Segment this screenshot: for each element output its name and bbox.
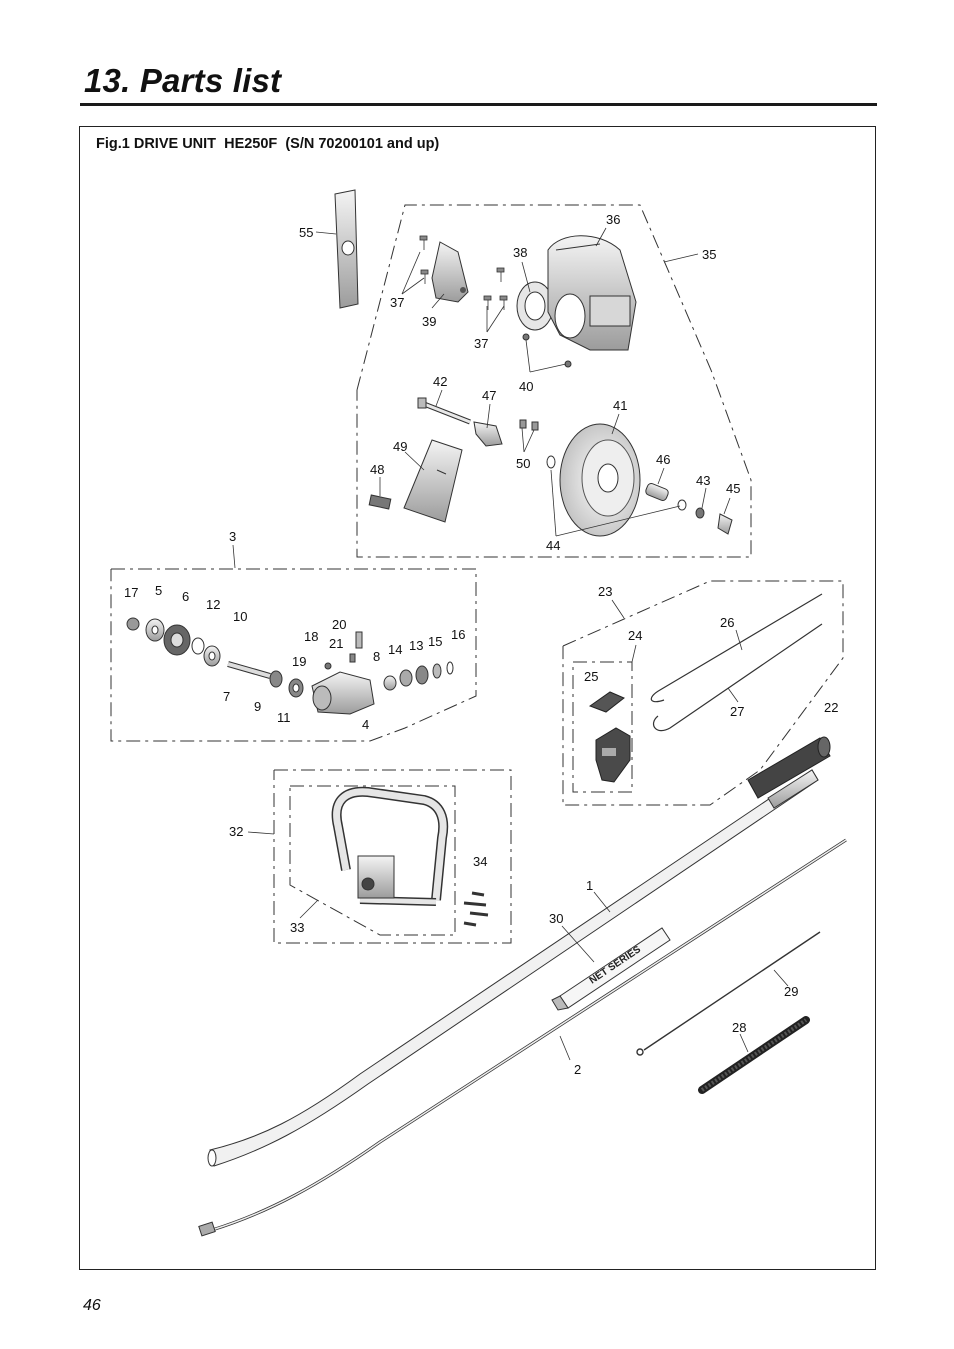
callout-35: 35 <box>702 247 716 262</box>
part-44-washers <box>546 455 687 511</box>
callout-36: 36 <box>606 212 620 227</box>
part-36-guard <box>547 235 637 351</box>
page-number: 46 <box>83 1297 101 1314</box>
callout-labels: 55 36 38 35 37 39 37 40 42 47 41 49 46 5… <box>124 212 838 1077</box>
callout-11: 11 <box>277 710 291 725</box>
part-48-clamp <box>368 494 392 510</box>
callout-46: 46 <box>656 452 670 467</box>
callout-4: 4 <box>362 717 369 732</box>
callout-48: 48 <box>370 462 384 477</box>
callout-44: 44 <box>546 538 560 553</box>
part-47-clip <box>473 421 503 447</box>
part-25-switch <box>588 691 625 713</box>
callout-9: 9 <box>254 699 261 714</box>
part-45-wingnut <box>717 513 733 535</box>
callout-20: 20 <box>332 617 346 632</box>
callout-49: 49 <box>393 439 407 454</box>
callout-38: 38 <box>513 245 527 260</box>
callout-43: 43 <box>696 473 710 488</box>
callout-8: 8 <box>373 649 380 664</box>
figure-frame <box>79 126 876 1270</box>
part-46-spacer <box>645 483 669 501</box>
callout-26: 26 <box>720 615 734 630</box>
callout-50: 50 <box>516 456 530 471</box>
part-42-bolt <box>417 397 471 425</box>
page-title: 13. Parts list <box>84 62 282 99</box>
callout-2: 2 <box>574 1062 581 1077</box>
callout-41: 41 <box>613 398 627 413</box>
callout-37a: 37 <box>390 295 404 310</box>
callout-10: 10 <box>233 609 247 624</box>
callout-18: 18 <box>304 629 318 644</box>
callout-25: 25 <box>584 669 598 684</box>
callout-16: 16 <box>451 627 465 642</box>
callout-12: 12 <box>206 597 220 612</box>
part-40-nuts <box>522 333 572 368</box>
group-32-handle <box>273 769 512 944</box>
callout-3: 3 <box>229 529 236 544</box>
part-55-plate <box>334 189 359 309</box>
part-28-hose <box>698 1016 810 1094</box>
callout-33: 33 <box>290 920 304 935</box>
callout-21: 21 <box>329 636 343 651</box>
gearcase-parts <box>126 617 454 715</box>
part-22-grip <box>747 736 831 799</box>
title-rule <box>80 103 877 106</box>
part-49-plate <box>403 439 463 523</box>
callout-37b: 37 <box>474 336 488 351</box>
callout-42: 42 <box>433 374 447 389</box>
part-2-drive-shaft <box>198 838 847 1237</box>
callout-19: 19 <box>292 654 306 669</box>
part-29-cable <box>636 931 821 1056</box>
callout-47: 47 <box>482 388 496 403</box>
callout-1: 1 <box>586 878 593 893</box>
callout-6: 6 <box>182 589 189 604</box>
callout-7: 7 <box>223 689 230 704</box>
callout-34: 34 <box>473 854 487 869</box>
callout-29: 29 <box>784 984 798 999</box>
callout-5: 5 <box>155 583 162 598</box>
leader-lines <box>232 227 789 1061</box>
part-43-nut <box>695 507 705 519</box>
throttle-housing <box>595 727 631 783</box>
callout-40: 40 <box>519 379 533 394</box>
part-34-bolts <box>463 891 489 927</box>
callout-22: 22 <box>824 700 838 715</box>
callout-17: 17 <box>124 585 138 600</box>
part-1-shaft-tube <box>207 769 819 1167</box>
callout-23: 23 <box>598 584 612 599</box>
callout-14: 14 <box>388 642 402 657</box>
callout-32: 32 <box>229 824 243 839</box>
callout-27: 27 <box>730 704 744 719</box>
part-50-screws <box>519 419 539 431</box>
callout-28: 28 <box>732 1020 746 1035</box>
callout-55: 55 <box>299 225 313 240</box>
callout-45: 45 <box>726 481 740 496</box>
part-30-label-sleeve <box>551 927 671 1011</box>
group-3-gearcase <box>110 568 477 742</box>
part-41-wheel <box>559 423 641 537</box>
callout-24: 24 <box>628 628 642 643</box>
part-33-loop-handle <box>331 786 449 906</box>
group-35-wheel-assembly <box>356 204 752 558</box>
throttle-cables <box>650 593 823 732</box>
callout-15: 15 <box>428 634 442 649</box>
callout-13: 13 <box>409 638 423 653</box>
group-23-throttle <box>562 580 844 806</box>
figure-caption: Fig.1 DRIVE UNIT HE250F (S/N 70200101 an… <box>96 136 440 152</box>
part-39-bracket <box>431 241 469 303</box>
part-1-tube-head <box>767 769 819 809</box>
callout-30: 30 <box>549 911 563 926</box>
part-38-gasket <box>516 281 554 331</box>
callout-39: 39 <box>422 314 436 329</box>
part-37-screws <box>419 235 508 310</box>
tube-print-text: NET SERIES <box>588 944 644 987</box>
